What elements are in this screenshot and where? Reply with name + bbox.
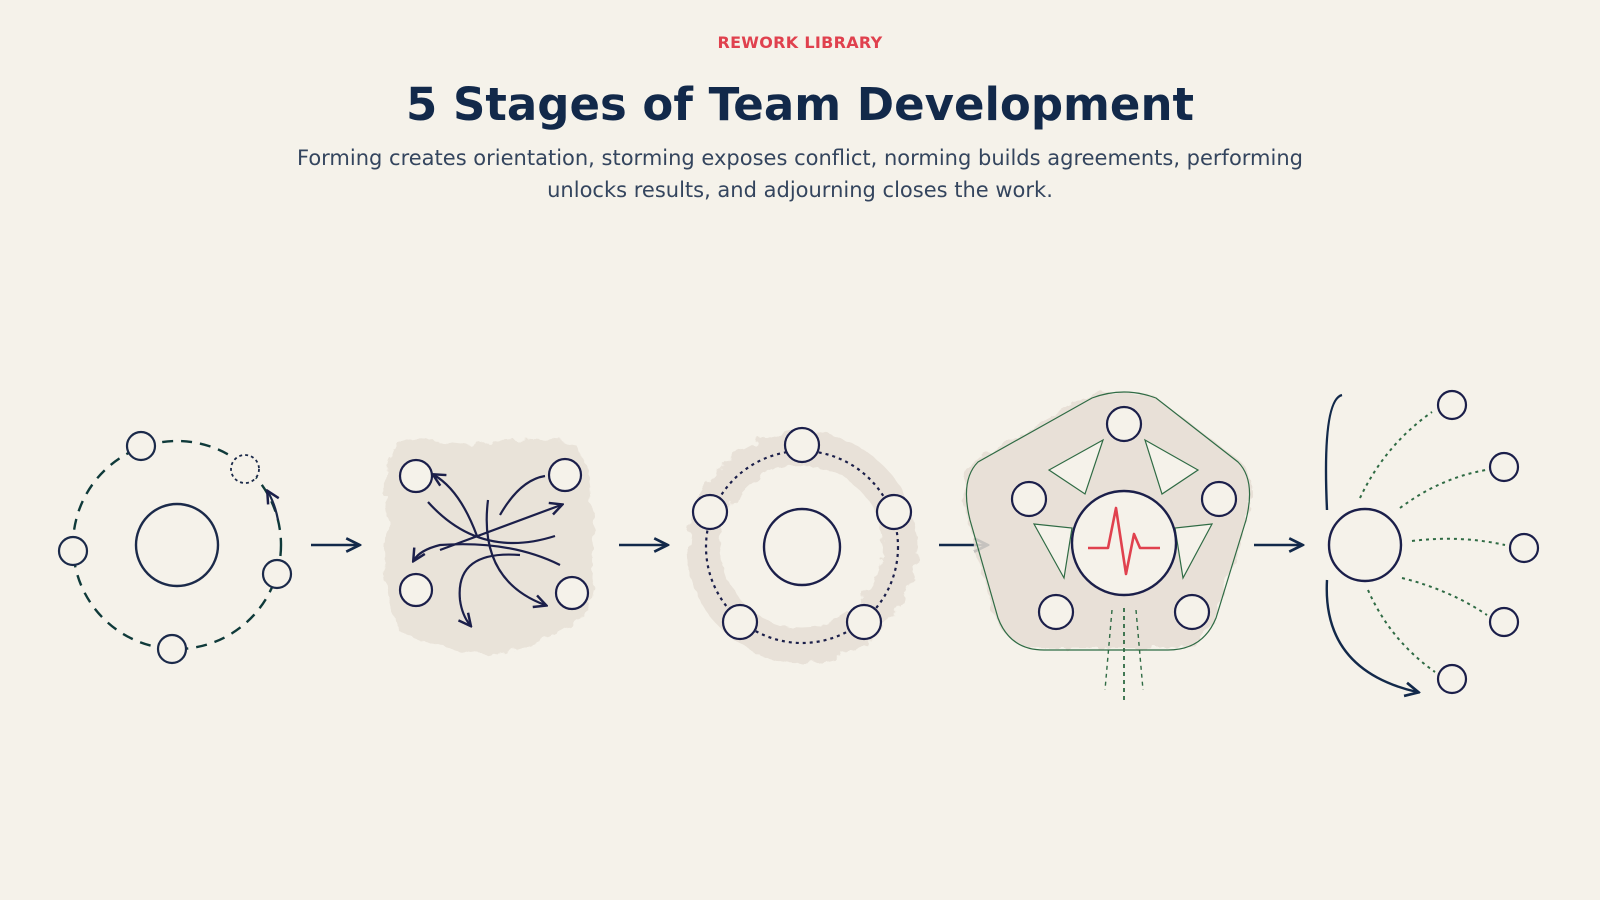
stage-performing: [963, 391, 1251, 700]
ring-circle-icon: [687, 426, 917, 662]
page-subtitle: Forming creates orientation, storming ex…: [296, 146, 1303, 202]
dispersing-nodes-icon: [1324, 389, 1540, 693]
stage-adjourning: [1324, 389, 1540, 693]
heartbeat-hub-icon: [963, 391, 1251, 700]
eyebrow-label: REWORK LIBRARY: [717, 33, 883, 52]
stage-forming: [57, 430, 293, 665]
stage-storming: [384, 438, 596, 655]
stage-norming: [687, 426, 917, 662]
orbit-circle-icon: [57, 430, 293, 665]
crossing-arrows-icon: [384, 438, 596, 655]
page-title: 5 Stages of Team Development: [405, 78, 1194, 131]
